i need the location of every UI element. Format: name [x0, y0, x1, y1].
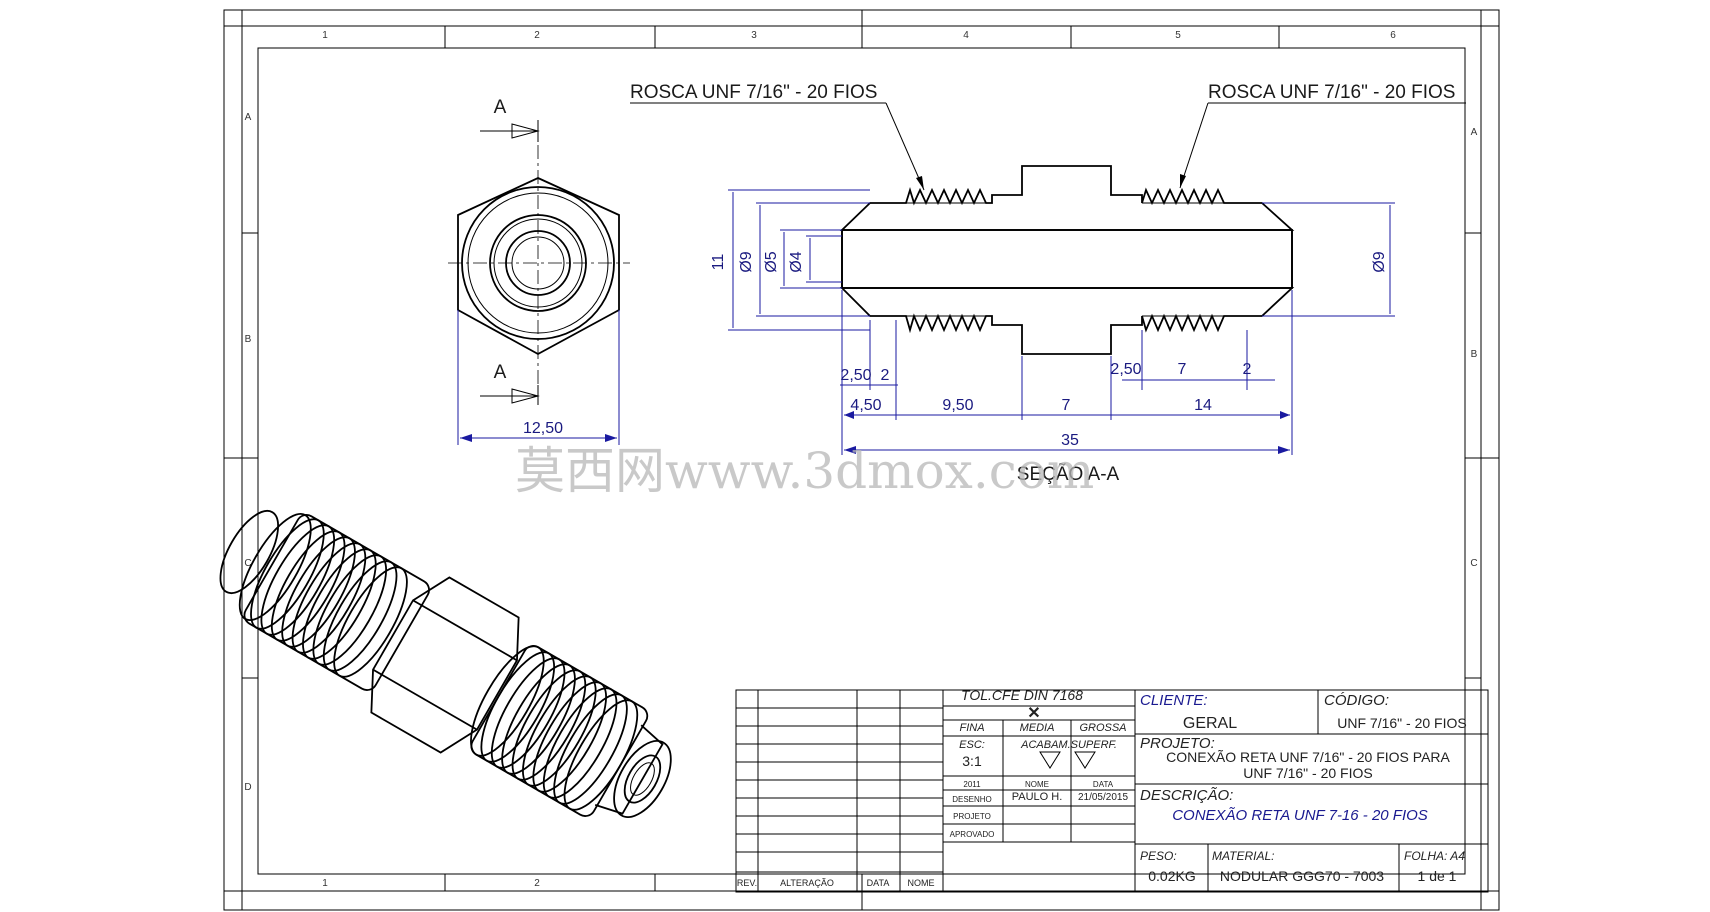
zone-row-c-right: C: [1470, 558, 1477, 569]
material-value: NODULAR GGG70 - 7003: [1220, 868, 1384, 884]
data-label: DATA: [1093, 780, 1114, 789]
projeto-label: PROJETO:: [1140, 735, 1215, 752]
codigo-label: CÓDIGO:: [1324, 692, 1389, 709]
rev-header: REV.: [737, 878, 757, 888]
folha-value: 1 de 1: [1418, 868, 1457, 884]
end-view-hex: A A 12,50: [448, 97, 630, 445]
isometric-view: [219, 510, 672, 818]
zone-col-5: 5: [1175, 30, 1181, 41]
dim-dia-9-right: Ø9: [1371, 251, 1388, 272]
dim-dia-4: Ø4: [788, 251, 805, 272]
dim-2-50-left: 2,50: [840, 367, 871, 384]
surface-finish-symbol-1: [1039, 751, 1061, 769]
dim-2-50-right: 2,50: [1110, 361, 1141, 378]
desenho-label: DESENHO: [952, 795, 992, 804]
dim-2-left: 2: [881, 367, 890, 384]
section-marker-top: A: [494, 97, 507, 118]
surface-finish-symbol-2: [1074, 751, 1096, 769]
thread-note-right: ROSCA UNF 7/16" - 20 FIOS: [1208, 82, 1455, 103]
dim-7-hex: 7: [1062, 397, 1071, 414]
cliente-value: GERAL: [1183, 715, 1237, 732]
desenho-nome: PAULO H.: [1012, 791, 1063, 803]
data-header: DATA: [867, 878, 890, 888]
dim-dia-9-left: Ø9: [738, 251, 755, 272]
codigo-value: UNF 7/16" - 20 FIOS: [1337, 715, 1466, 731]
section-title: SEÇÃO A-A: [1017, 463, 1120, 485]
zone-labels: 1 2 3 4 5 6 1 2 A B C D A B C: [244, 30, 1477, 889]
dim-dia-5: Ø5: [763, 251, 780, 272]
projeto-row-label: PROJETO: [953, 812, 991, 821]
tol-fina: FINA: [959, 722, 984, 734]
tolerance-standard: TOL.CFE DIN 7168: [961, 687, 1083, 703]
tolerance-mark: ✕: [1027, 705, 1040, 722]
dim-2-right: 2: [1243, 361, 1252, 378]
descricao-value: CONEXÃO RETA UNF 7-16 - 20 FIOS: [1172, 807, 1428, 824]
section-view: ROSCA UNF 7/16" - 20 FIOS ROSCA UNF 7/16…: [630, 82, 1466, 485]
projeto-line-1: CONEXÃO RETA UNF 7/16" - 20 FIOS PARA: [1166, 749, 1450, 765]
nome-label: NOME: [1025, 780, 1049, 789]
zone-col-1-bottom: 1: [322, 878, 328, 889]
zone-col-6: 6: [1390, 30, 1396, 41]
dim-4-50: 4,50: [850, 397, 881, 414]
projeto-line-2: UNF 7/16" - 20 FIOS: [1243, 765, 1372, 781]
thread-note-left: ROSCA UNF 7/16" - 20 FIOS: [630, 82, 877, 103]
watermark: 莫西网www.3dmox.com: [515, 442, 1094, 500]
zone-row-c: C: [244, 558, 251, 569]
zone-col-4: 4: [963, 30, 969, 41]
sheet-border: [223, 9, 1500, 911]
dim-hex-width: 12,50: [523, 420, 563, 437]
zone-col-2-bottom: 2: [534, 878, 540, 889]
nome-header: NOME: [908, 878, 935, 888]
zone-row-a-right: A: [1471, 127, 1478, 138]
dim-14: 14: [1194, 397, 1212, 414]
year: 2011: [963, 780, 981, 789]
zone-col-3: 3: [751, 30, 757, 41]
peso-label: PESO:: [1140, 849, 1177, 863]
cliente-label: CLIENTE:: [1140, 692, 1208, 709]
dim-35: 35: [1061, 432, 1079, 449]
dim-7-right: 7: [1178, 361, 1187, 378]
zone-row-b: B: [245, 334, 252, 345]
tol-media: MEDIA: [1020, 722, 1055, 734]
title-block: REV. ALTERAÇÃO DATA NOME TOL.CFE DIN 716…: [735, 687, 1489, 893]
folha-label: FOLHA: A4: [1404, 849, 1465, 863]
scale-value: 3:1: [962, 753, 982, 769]
tol-grossa: GROSSA: [1079, 722, 1126, 734]
dim-9-50: 9,50: [942, 397, 973, 414]
material-label: MATERIAL:: [1212, 849, 1274, 863]
aprovado-row-label: APROVADO: [950, 830, 995, 839]
zone-col-1: 1: [322, 30, 328, 41]
zone-row-d: D: [244, 782, 251, 793]
scale-label: ESC:: [959, 739, 985, 751]
alteracao-header: ALTERAÇÃO: [780, 878, 834, 888]
descricao-label: DESCRIÇÃO:: [1140, 787, 1233, 804]
surface-finish-label: ACABAM.SUPERF.: [1020, 739, 1117, 751]
peso-value: 0.02KG: [1148, 868, 1195, 884]
desenho-data: 21/05/2015: [1078, 792, 1128, 803]
zone-row-a: A: [245, 112, 252, 123]
zone-row-b-right: B: [1471, 349, 1478, 360]
dim-height-11: 11: [710, 254, 727, 271]
zone-col-2: 2: [534, 30, 540, 41]
section-marker-bottom: A: [494, 362, 507, 383]
